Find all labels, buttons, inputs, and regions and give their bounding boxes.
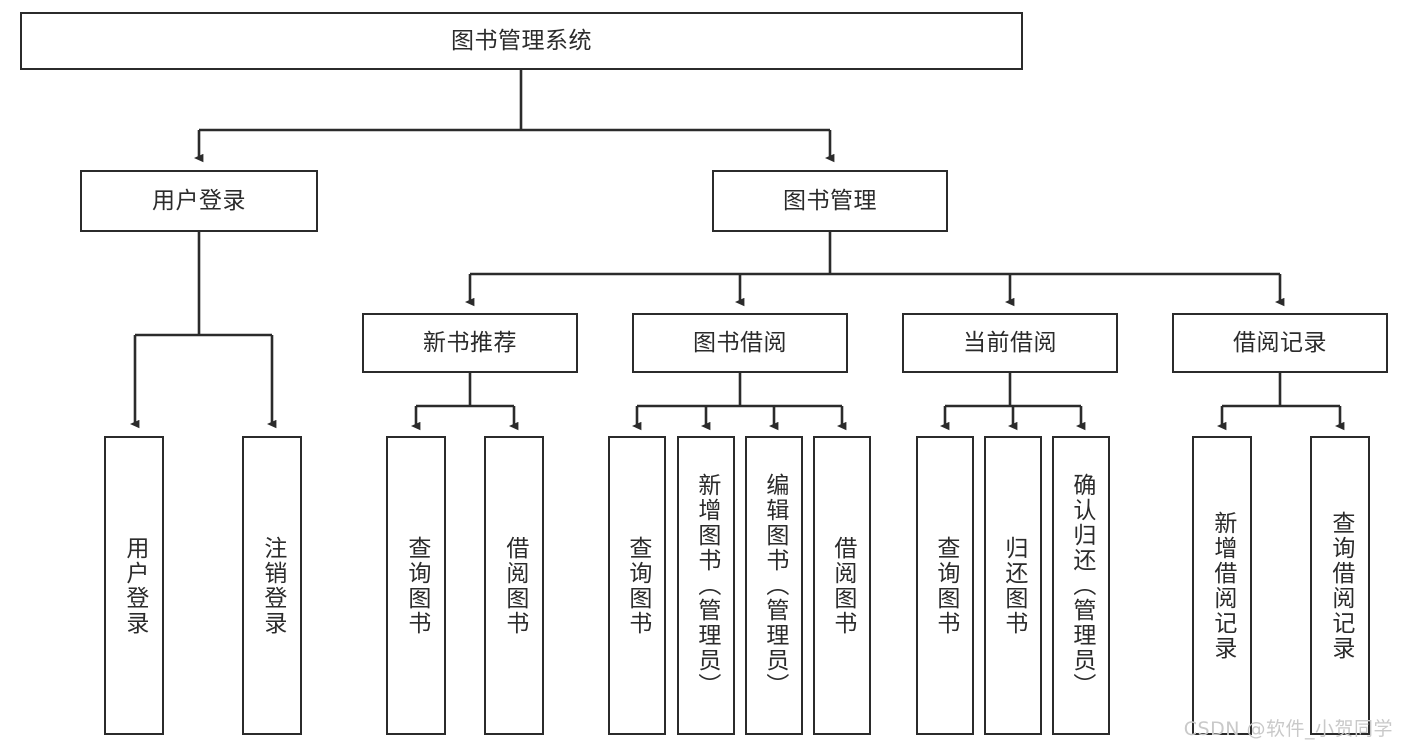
leaf-add-borrow-record[interactable]: 新增借阅记录 xyxy=(1192,436,1252,735)
node-label: 用户登录 xyxy=(152,187,246,214)
node-label: 归还图书 xyxy=(1000,535,1027,636)
leaf-return-book[interactable]: 归还图书 xyxy=(984,436,1042,735)
leaf-borrow-book-recommend[interactable]: 借阅图书 xyxy=(484,436,544,735)
node-label: 查询图书 xyxy=(624,535,651,636)
node-label: 新书推荐 xyxy=(423,329,517,356)
node-current-borrow[interactable]: 当前借阅 xyxy=(902,313,1118,373)
node-label: 查询图书 xyxy=(932,535,959,636)
node-label: 图书借阅 xyxy=(693,329,787,356)
node-label: 图书管理系统 xyxy=(451,27,592,54)
node-book-management[interactable]: 图书管理 xyxy=(712,170,948,232)
leaf-add-book-admin[interactable]: 新增图书（管理员） xyxy=(677,436,735,735)
leaf-logout[interactable]: 注销登录 xyxy=(242,436,302,735)
node-label: 借阅图书 xyxy=(829,535,856,636)
node-label: 查询图书 xyxy=(403,535,430,636)
node-label: 编辑图书（管理员） xyxy=(761,473,788,698)
node-label: 注销登录 xyxy=(259,535,286,636)
node-label: 用户登录 xyxy=(121,535,148,636)
node-root-system[interactable]: 图书管理系统 xyxy=(20,12,1023,70)
node-label: 借阅记录 xyxy=(1233,329,1327,356)
node-label: 新增借阅记录 xyxy=(1209,510,1236,661)
leaf-query-borrow-record[interactable]: 查询借阅记录 xyxy=(1310,436,1370,735)
node-label: 查询借阅记录 xyxy=(1327,510,1354,661)
node-borrow-records[interactable]: 借阅记录 xyxy=(1172,313,1388,373)
leaf-confirm-return-admin[interactable]: 确认归还（管理员） xyxy=(1052,436,1110,735)
node-label: 新增图书（管理员） xyxy=(693,473,720,698)
leaf-query-book-borrow[interactable]: 查询图书 xyxy=(608,436,666,735)
watermark: CSDN @软件_小贺同学 xyxy=(1183,718,1393,740)
node-user-login[interactable]: 用户登录 xyxy=(80,170,318,232)
node-label: 图书管理 xyxy=(783,187,877,214)
leaf-query-book-current[interactable]: 查询图书 xyxy=(916,436,974,735)
node-label: 确认归还（管理员） xyxy=(1068,473,1095,698)
leaf-borrow-book[interactable]: 借阅图书 xyxy=(813,436,871,735)
node-label: 借阅图书 xyxy=(501,535,528,636)
node-label: 当前借阅 xyxy=(963,329,1057,356)
node-book-borrow[interactable]: 图书借阅 xyxy=(632,313,848,373)
leaf-query-book-recommend[interactable]: 查询图书 xyxy=(386,436,446,735)
node-new-book-recommend[interactable]: 新书推荐 xyxy=(362,313,578,373)
leaf-user-login[interactable]: 用户登录 xyxy=(104,436,164,735)
leaf-edit-book-admin[interactable]: 编辑图书（管理员） xyxy=(745,436,803,735)
